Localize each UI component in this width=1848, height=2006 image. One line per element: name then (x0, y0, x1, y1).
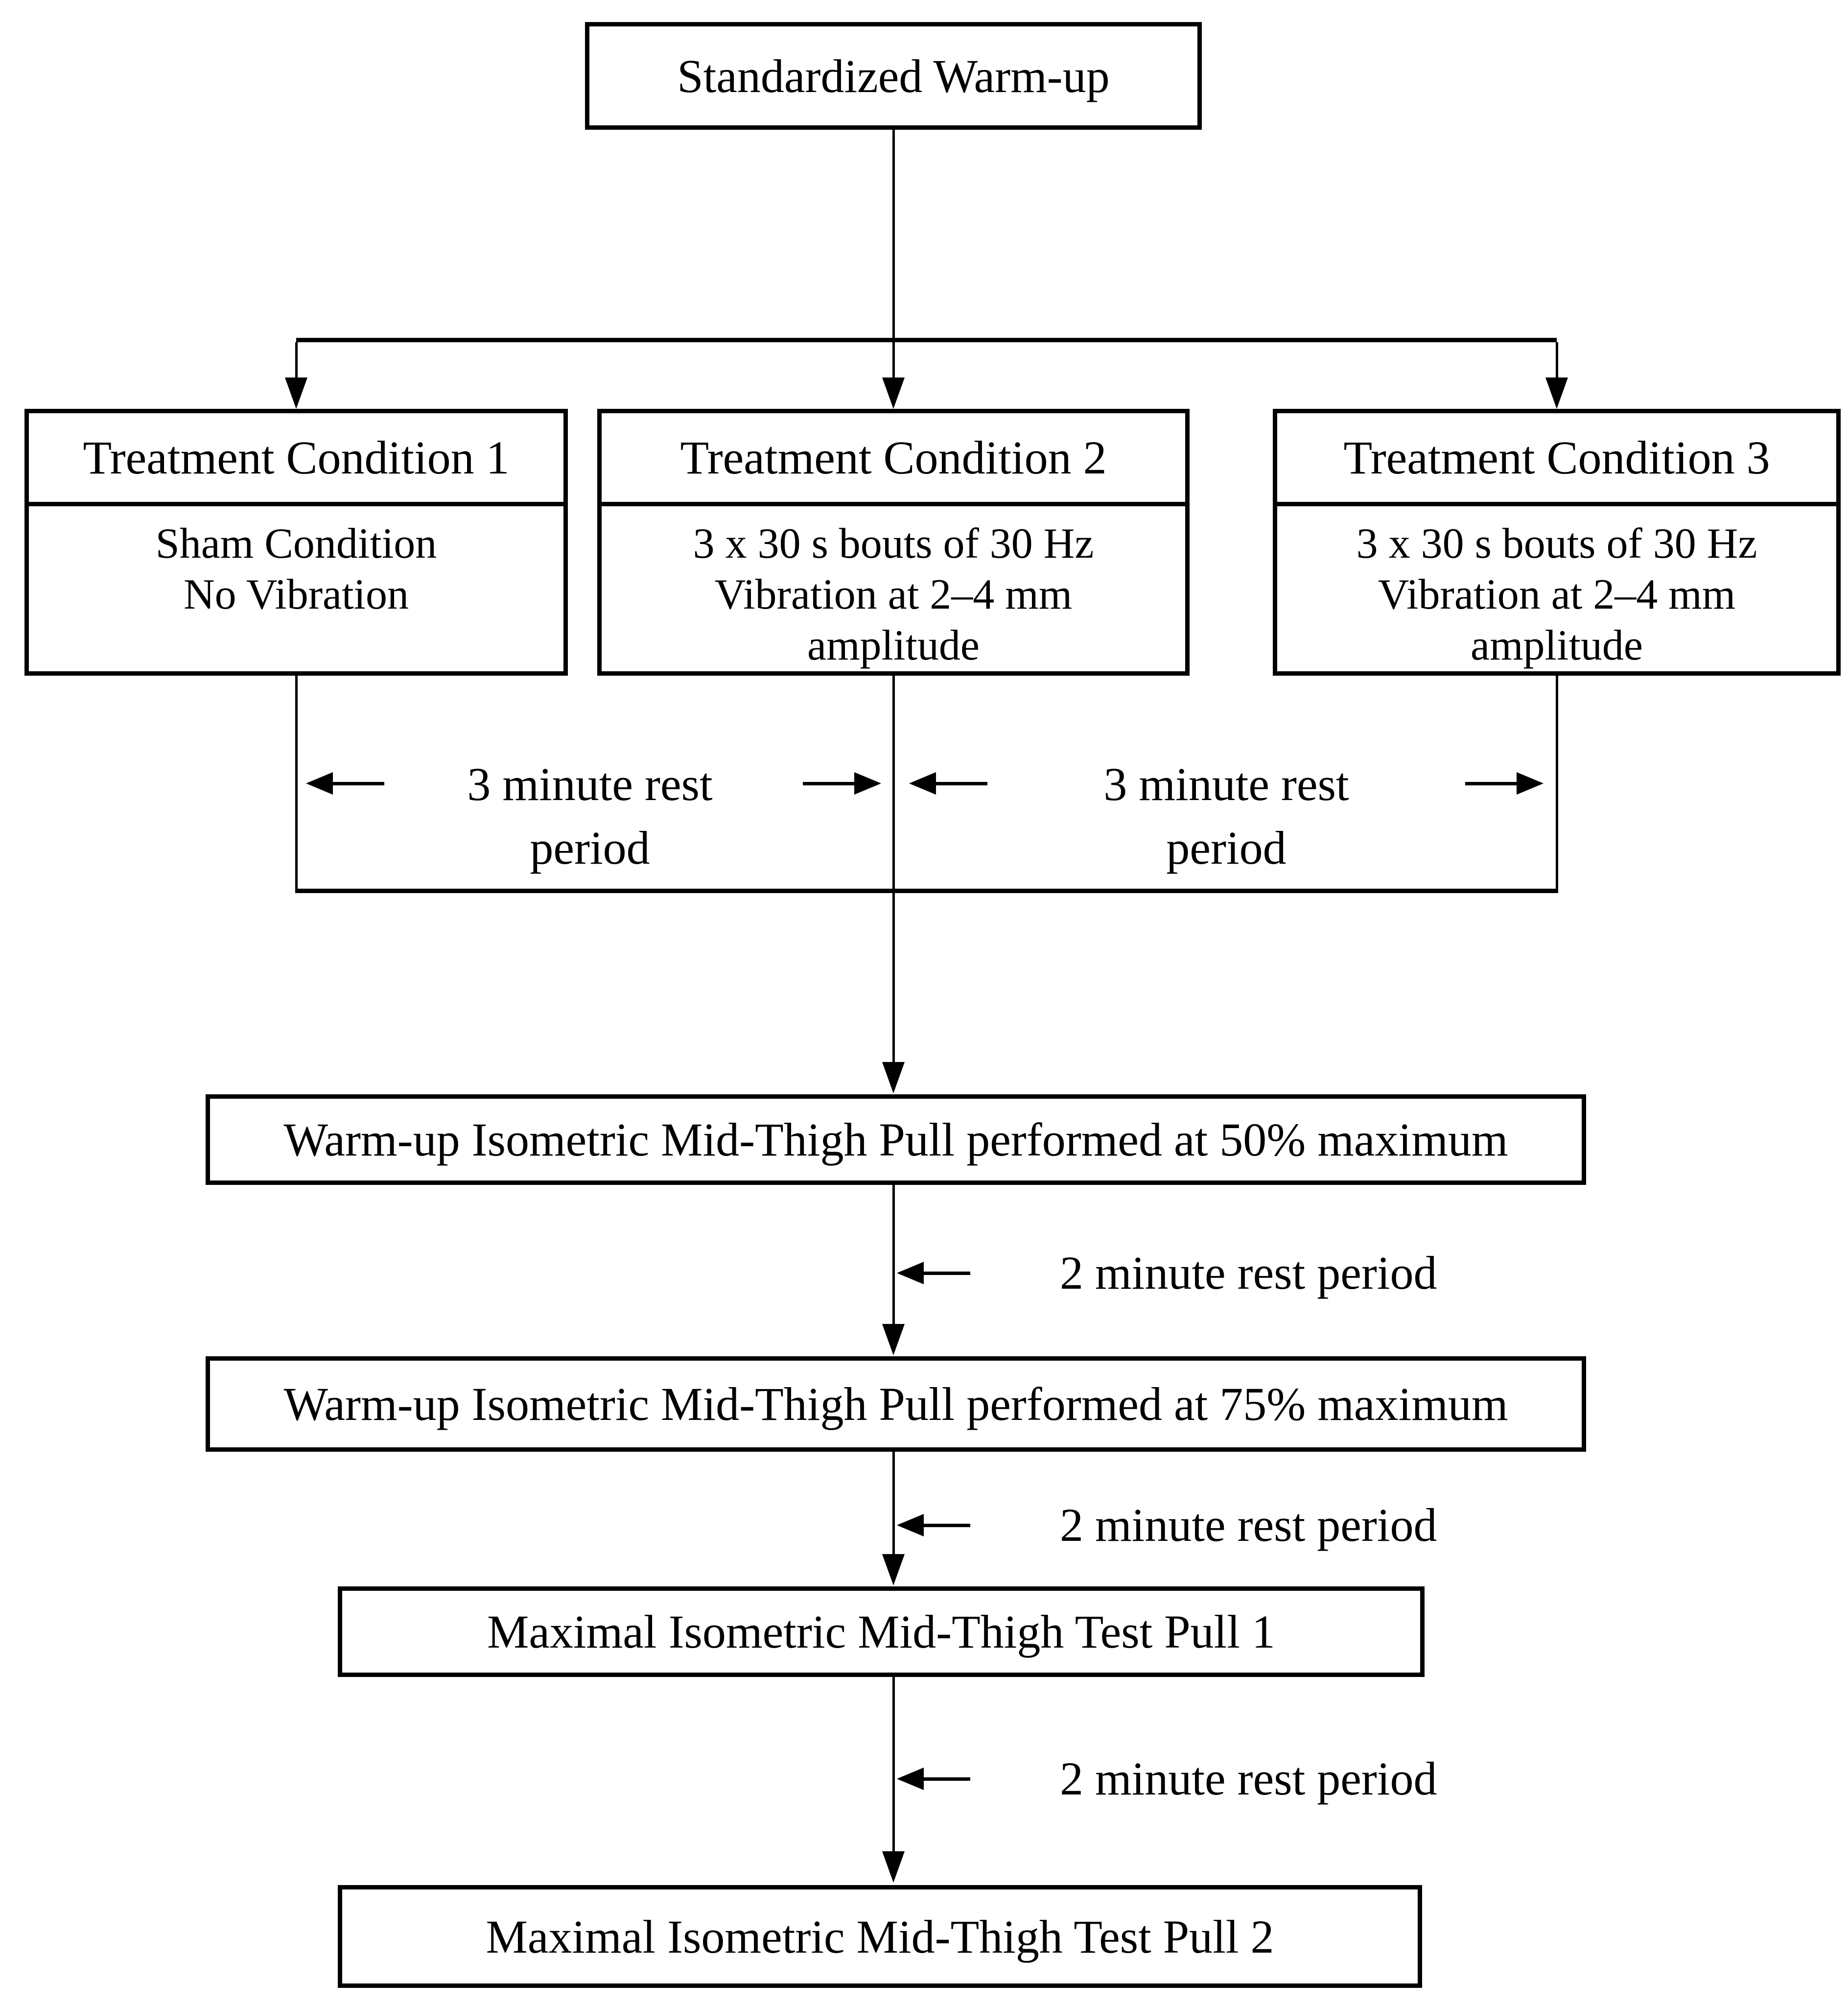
label-rest-3min-right: 3 minute rest period (1103, 753, 1349, 880)
node-test-pull-2-label: Maximal Isometric Mid-Thigh Test Pull 2 (486, 1910, 1274, 1963)
node-standardized-warmup: Standardized Warm-up (585, 22, 1202, 130)
arrow-left-head (897, 1262, 924, 1284)
arrow-down-icon (882, 1062, 905, 1093)
condition-2-line: amplitude (807, 622, 980, 669)
node-standardized-warmup-label: Standardized Warm-up (677, 49, 1110, 102)
node-treatment-condition-1: Treatment Condition 1 Sham Condition No … (24, 409, 568, 676)
arrow-shaft (333, 781, 384, 785)
arrow-left-icon (897, 1262, 970, 1284)
arrow-shaft (803, 781, 854, 785)
condition-2-line: 3 x 30 s bouts of 30 Hz (693, 520, 1094, 567)
arrow-left-head (897, 1514, 924, 1536)
connector-branch-to-tc1 (295, 342, 298, 379)
label-rest-2min-3: 2 minute rest period (1060, 1752, 1437, 1805)
node-test-pull-1-label: Maximal Isometric Mid-Thigh Test Pull 1 (487, 1605, 1275, 1658)
arrow-left-head (909, 772, 936, 795)
condition-2-body: 3 x 30 s bouts of 30 Hz Vibration at 2–4… (602, 506, 1185, 671)
connector-imtp50-to-imtp75 (892, 1185, 895, 1324)
arrow-left-icon (897, 1768, 970, 1790)
connector-branch-to-tc2 (892, 342, 895, 379)
node-treatment-condition-2: Treatment Condition 2 3 x 30 s bouts of … (597, 409, 1190, 676)
rest-3min-line2: period (530, 822, 650, 874)
node-imtp-50-label: Warm-up Isometric Mid-Thigh Pull perform… (283, 1113, 1508, 1166)
label-rest-2min-2: 2 minute rest period (1060, 1499, 1437, 1551)
arrow-left-icon (306, 772, 384, 795)
condition-2-title: Treatment Condition 2 (602, 413, 1185, 506)
arrow-down-icon (1545, 378, 1568, 409)
condition-1-body: Sham Condition No Vibration (29, 506, 563, 620)
connector-tc1-down (295, 676, 298, 893)
branch-line-bottom (296, 889, 1557, 893)
node-test-pull-2: Maximal Isometric Mid-Thigh Test Pull 2 (338, 1885, 1422, 1988)
condition-1-line: No Vibration (184, 571, 409, 618)
arrow-down-icon (285, 378, 307, 409)
condition-3-line: 3 x 30 s bouts of 30 Hz (1356, 520, 1757, 567)
arrow-left-icon (909, 772, 987, 795)
arrow-left-head (306, 772, 333, 795)
arrow-right-head (854, 772, 881, 795)
connector-tc3-down (1556, 676, 1558, 893)
arrow-right-head (1517, 772, 1544, 795)
condition-2-line: Vibration at 2–4 mm (714, 571, 1073, 618)
arrow-shaft (924, 1523, 970, 1527)
condition-1-title: Treatment Condition 1 (29, 413, 563, 506)
condition-3-title: Treatment Condition 3 (1277, 413, 1836, 506)
label-rest-2min-1: 2 minute rest period (1060, 1247, 1437, 1299)
rest-3min-line1: 3 minute rest (1103, 758, 1349, 810)
connector-branch-to-imtp50 (892, 893, 895, 1062)
condition-3-line: amplitude (1471, 622, 1643, 669)
arrow-down-icon (882, 1324, 905, 1355)
branch-line-top (296, 338, 1557, 342)
arrow-shaft (924, 1777, 970, 1781)
arrow-right-icon (1465, 772, 1544, 795)
label-rest-3min-left: 3 minute rest period (467, 753, 712, 880)
node-imtp-75: Warm-up Isometric Mid-Thigh Pull perform… (206, 1356, 1586, 1452)
arrow-shaft (1465, 781, 1517, 785)
node-test-pull-1: Maximal Isometric Mid-Thigh Test Pull 1 (338, 1586, 1425, 1677)
node-imtp-50: Warm-up Isometric Mid-Thigh Pull perform… (206, 1094, 1586, 1185)
node-imtp-75-label: Warm-up Isometric Mid-Thigh Pull perform… (283, 1378, 1508, 1430)
arrow-down-icon (882, 1554, 905, 1585)
connector-warmup-to-branch (892, 130, 895, 340)
connector-branch-to-tc3 (1556, 342, 1558, 379)
rest-3min-line1: 3 minute rest (467, 758, 713, 810)
condition-3-line: Vibration at 2–4 mm (1378, 571, 1736, 618)
node-treatment-condition-3: Treatment Condition 3 3 x 30 s bouts of … (1273, 409, 1841, 676)
rest-3min-line2: period (1166, 822, 1287, 874)
arrow-right-icon (803, 772, 881, 795)
connector-imtp75-to-pull1 (892, 1452, 895, 1554)
connector-tc2-down (892, 676, 895, 893)
arrow-down-icon (882, 1851, 905, 1883)
arrow-down-icon (882, 378, 905, 409)
arrow-left-head (897, 1768, 924, 1790)
connector-pull1-to-pull2 (892, 1677, 895, 1851)
arrow-shaft (936, 781, 987, 785)
condition-3-body: 3 x 30 s bouts of 30 Hz Vibration at 2–4… (1277, 506, 1836, 671)
arrow-shaft (924, 1271, 970, 1275)
condition-1-line: Sham Condition (155, 520, 437, 567)
arrow-left-icon (897, 1514, 970, 1536)
